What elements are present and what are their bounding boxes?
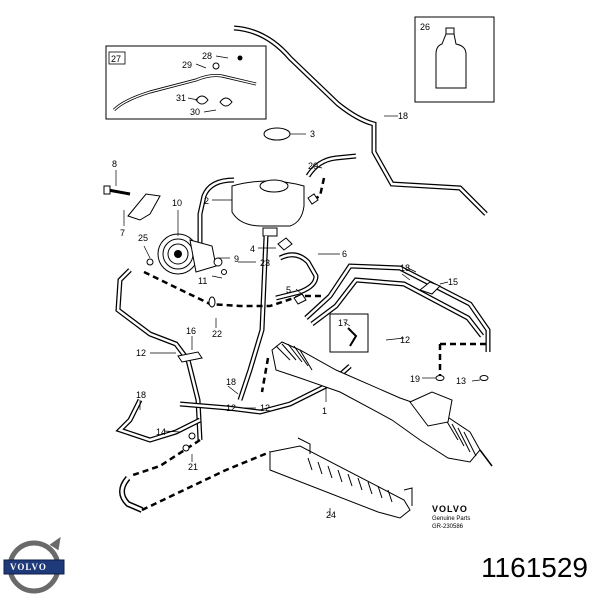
callout-18c: 18 — [226, 377, 236, 387]
callout-7: 7 — [120, 228, 125, 238]
logo-wordmark: VOLVO — [10, 562, 47, 572]
callout-25: 25 — [138, 233, 148, 243]
callout-13: 13 — [456, 376, 466, 386]
callout-11: 11 — [198, 276, 207, 286]
callout-30: 30 — [190, 107, 200, 117]
brand-line1: Genuine Parts — [432, 516, 470, 522]
callout-14: 14 — [156, 427, 166, 437]
callout-24: 24 — [326, 510, 336, 520]
callout-21: 21 — [188, 462, 198, 472]
callout-22: 22 — [212, 329, 222, 339]
inset-box-27 — [105, 45, 267, 120]
callout-5: 5 — [286, 285, 291, 295]
pump-10 — [157, 233, 217, 275]
callout-12a: 12 — [136, 348, 146, 358]
small-parts — [146, 193, 489, 452]
callout-4: 4 — [250, 244, 255, 254]
pipe-18-top — [233, 25, 488, 216]
callout-labels: 1 2 3 4 5 6 7 8 9 10 11 12 12 12 12 13 1… — [111, 22, 466, 520]
cooler-pipe-24 — [269, 437, 413, 519]
brand-name: VOLVO — [432, 504, 468, 514]
callout-26: 26 — [420, 22, 430, 32]
callout-19: 19 — [410, 374, 420, 384]
hoses-main — [197, 153, 357, 401]
callout-23: 23 — [260, 258, 270, 268]
callout-8: 8 — [112, 159, 117, 169]
callout-2: 2 — [204, 196, 209, 206]
callout-12b: 12 — [260, 403, 270, 413]
part-number: 1161529 — [481, 552, 588, 583]
callout-17: 17 — [338, 318, 348, 328]
callout-27: 27 — [111, 54, 121, 64]
reservoir-2 — [231, 127, 305, 237]
inset-box-26 — [414, 16, 495, 103]
callout-29: 29 — [182, 60, 192, 70]
brand-code: GR-230586 — [432, 524, 464, 530]
callout-3: 3 — [310, 129, 315, 139]
leader-lines — [115, 55, 481, 516]
volvo-logo: VOLVO — [3, 536, 65, 594]
callout-9: 9 — [234, 254, 239, 264]
steering-rack-1 — [271, 341, 493, 467]
callout-1: 1 — [322, 406, 327, 416]
hose-18-lower — [115, 398, 202, 513]
callout-15: 15 — [448, 277, 458, 287]
callout-18b: 18 — [400, 263, 410, 273]
callout-18d: 18 — [136, 390, 146, 400]
clamp-17 — [329, 313, 369, 353]
genuine-parts-block: VOLVO Genuine Parts GR-230586 — [432, 504, 470, 530]
callout-31: 31 — [176, 93, 186, 103]
callout-28: 28 — [202, 51, 212, 61]
callout-10: 10 — [172, 198, 182, 208]
bracket-7 — [103, 185, 161, 221]
callout-18a: 18 — [398, 111, 408, 121]
callout-12d: 12 — [226, 403, 236, 413]
callout-16: 16 — [186, 326, 196, 336]
pipe-12-left — [115, 268, 203, 441]
callout-12c: 12 — [400, 335, 410, 345]
callout-20: 20 — [308, 161, 318, 171]
callout-6: 6 — [342, 249, 347, 259]
